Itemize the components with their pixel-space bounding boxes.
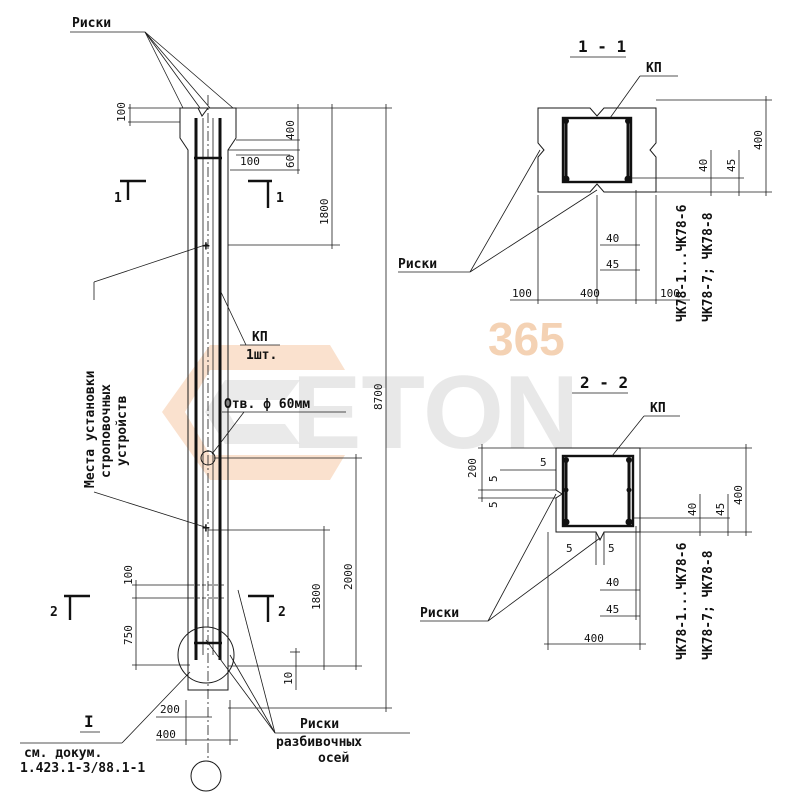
section-2-dim-5-b: 5: [487, 475, 500, 482]
dim-total-lines: [228, 104, 392, 712]
watermark-number: 365: [488, 313, 565, 365]
axes-label-line1: Риски: [300, 717, 339, 732]
risks-top-leaders: [70, 31, 234, 109]
cut-1-right-label: 1: [276, 191, 284, 206]
axes-label-line3: осей: [318, 751, 349, 766]
section-1-kp: КП: [646, 61, 662, 76]
dim-2000-lines: [214, 454, 362, 670]
dim-right-400: 400: [284, 120, 297, 140]
dims-right-lower: [208, 526, 330, 690]
section-2-dim-5-bottom-left: 5: [566, 542, 573, 555]
section-2-dim-5-c: 5: [487, 501, 500, 508]
section-2-title: 2 - 2: [580, 373, 628, 392]
section-2-dim-45-right: 45: [714, 503, 727, 516]
dim-total-8700: 8700: [372, 384, 385, 411]
cut-1-left-label: 1: [114, 191, 122, 206]
section-2-risks-leaders: [420, 493, 601, 622]
lifting-label-line2: строповочных: [99, 384, 114, 478]
section-1-kp-leader: [609, 75, 678, 119]
section-2-risks: Риски: [420, 606, 459, 621]
dims-left-top: [128, 104, 180, 126]
lifting-mark-bottom: +: [202, 521, 210, 536]
dim-2000: 2000: [342, 564, 355, 591]
watermark: 365 ETON: [162, 313, 579, 480]
dim-left-100: 100: [115, 102, 128, 122]
section-1-risks: Риски: [398, 257, 437, 272]
section-1-mark-1: ЧК78-1...ЧК78-6: [675, 204, 690, 322]
section-1-dim-45-inner: 45: [606, 258, 619, 271]
dim-right-1800-top: 1800: [318, 199, 331, 226]
dim-right-1800-bottom: 1800: [310, 584, 323, 611]
section-2-dim-5-a: 5: [540, 456, 547, 469]
dims-left-lower: [132, 580, 190, 670]
dim-left-100-lower: 100: [122, 565, 135, 585]
doc-ref-line1: см. докум.: [24, 746, 102, 761]
section-1-dims: [510, 96, 772, 304]
section-1-risks-leaders: [398, 149, 598, 273]
doc-ref-line2: 1.423.1-3/88.1-1: [20, 761, 145, 776]
section-1-dim-100-right: 100: [660, 287, 680, 300]
section-2-dim-400-right: 400: [732, 485, 745, 505]
section-2-kp-leader: [611, 415, 680, 457]
axis-bubble: [190, 760, 222, 792]
section-2-dims: [478, 444, 752, 650]
section-1-dim-45-right: 45: [725, 159, 738, 172]
lifting-label-line3: устройств: [115, 395, 130, 466]
cut-1-right: [248, 179, 272, 208]
section-2-drawing: [555, 447, 641, 542]
section-2-mark-1: ЧК78-1...ЧК78-6: [675, 542, 690, 660]
lifting-mark-top: +: [202, 239, 210, 254]
section-1-dim-40-right: 40: [697, 159, 710, 172]
section-1-drawing: [537, 107, 657, 193]
section-1-mark-2: ЧК78-7; ЧК78-8: [701, 212, 716, 322]
cut-2-left: [64, 594, 90, 620]
section-2-dim-45-inner: 45: [606, 603, 619, 616]
kp-leader: [219, 289, 280, 346]
detail-circle: [177, 626, 235, 684]
section-1-title: 1 - 1: [578, 37, 626, 56]
column-outline: [179, 107, 237, 691]
cut-2-right-label: 2: [278, 605, 286, 620]
dim-left-750: 750: [122, 625, 135, 645]
section-2-dim-200: 200: [466, 458, 479, 478]
dim-bottom-200: 200: [160, 703, 180, 716]
watermark-word: ETON: [292, 355, 579, 471]
axes-leaders: [205, 589, 410, 734]
dims-bottom: [156, 700, 238, 745]
column-top-notch: [180, 107, 236, 117]
section-2-dim-40-inner: 40: [606, 576, 619, 589]
risks-top-label: Риски: [72, 16, 111, 31]
section-1-dim-400: 400: [580, 287, 600, 300]
section-1-dim-40-inner: 40: [606, 232, 619, 245]
watermark-logo-inner-icon: [205, 380, 300, 444]
hole-leader: [211, 411, 346, 455]
dim-top-100: 100: [240, 155, 260, 168]
lifting-leaders: [93, 243, 209, 529]
cut-2-right: [248, 594, 274, 622]
section-1-dim-400-right: 400: [752, 130, 765, 150]
kp-qty: 1шт.: [246, 348, 277, 363]
cut-1-left: [120, 179, 146, 200]
kp-label: КП: [252, 330, 268, 345]
cut-2-left-label: 2: [50, 605, 58, 620]
section-1-dim-100-left: 100: [512, 287, 532, 300]
dims-right-top: [228, 104, 340, 249]
watermark-logo-icon: [162, 345, 345, 480]
section-2-mark-2: ЧК78-7; ЧК78-8: [701, 550, 716, 660]
dim-bottom-400: 400: [156, 728, 176, 741]
section-2-kp: КП: [650, 401, 666, 416]
dim-right-60: 60: [284, 155, 297, 168]
section-2-dim-5-bottom-right: 5: [608, 542, 615, 555]
lifting-label-line1: Места установки: [83, 371, 98, 488]
column-elevation: + +: [177, 95, 237, 792]
detail-mark: I: [84, 712, 94, 731]
dim-right-10: 10: [282, 672, 295, 685]
detail-leader: [121, 671, 191, 744]
hole-label: Отв. ф 60мм: [224, 397, 310, 412]
axes-label-line2: разбивочных: [276, 735, 362, 750]
section-2-dim-40-right: 40: [686, 503, 699, 516]
section-2-dim-400: 400: [584, 632, 604, 645]
